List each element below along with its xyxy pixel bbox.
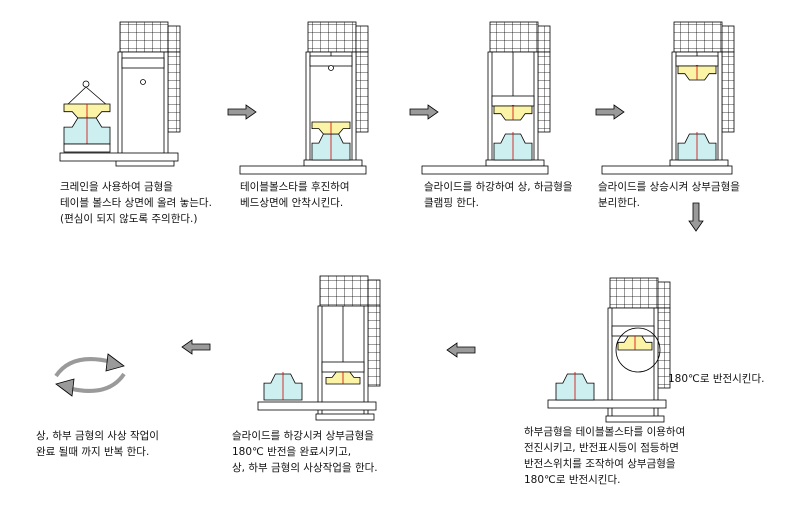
press-step-5: [547, 277, 671, 423]
cycle-arc-bottom: [67, 372, 126, 393]
press-bed: [669, 159, 729, 167]
press-bed: [605, 415, 665, 423]
bolster-table: [421, 165, 549, 175]
press-bed: [485, 159, 545, 167]
cycle-arc-top: [54, 357, 113, 378]
arrow-right-2-icon: [409, 104, 439, 120]
step-7-caption: 상, 하부 금형의 사상 작업이 완료 될때 까지 반복 한다.: [36, 430, 159, 458]
press-step-6: [257, 275, 381, 421]
crown-side-grid: [367, 279, 381, 307]
die-base: [63, 143, 111, 153]
slide: [321, 361, 365, 373]
side-panel-grid: [537, 51, 551, 133]
press-step-4: [601, 21, 735, 175]
repeat-cycle-icon: [54, 353, 126, 397]
slide: [121, 57, 165, 69]
bolster-table: [239, 165, 367, 175]
crane-hook-icon: [82, 80, 90, 88]
step-5-caption: 하부금형을 테이블볼스타를 이용하여 전진시키고, 반전표시등이 점등하면 반전…: [524, 426, 686, 486]
arrow-left-1-icon: [446, 342, 476, 358]
cycle-head-top: [105, 353, 125, 372]
sling-right: [85, 86, 109, 107]
slide: [491, 95, 535, 107]
ram-pin: [328, 65, 334, 71]
crown-side-grid: [167, 25, 181, 53]
crown-side-grid: [355, 25, 369, 53]
slide: [675, 55, 719, 67]
step-4-caption: 슬라이드를 상승시켜 상부금형을 분리한다.: [598, 181, 740, 209]
lower-die: [63, 116, 111, 145]
step-2-caption: 테이블볼스타를 후진하여 베드상면에 안착시킨다.: [240, 181, 350, 209]
rotation-circle: [615, 327, 661, 373]
upper-die: [493, 105, 533, 121]
crown-grid: [119, 21, 169, 53]
upper-die: [311, 121, 351, 135]
bolster-table: [59, 152, 179, 162]
slide: [611, 325, 655, 337]
step-5-rotation-note: 180℃로 반전시킨다.: [668, 373, 765, 385]
step-3-caption: 슬라이드를 하강하여 상, 하금형을 클램핑 한다.: [424, 181, 573, 209]
flow-arrows: [181, 104, 704, 358]
step-1-caption: 크레인을 사용하여 금형을 테이블 볼스타 상면에 올려 놓는다. (편심이 되…: [60, 181, 212, 225]
lower-die: [555, 372, 595, 401]
press-frame: [117, 51, 169, 165]
arrow-left-2-icon: [181, 339, 211, 355]
upper-die: [617, 335, 653, 351]
arrow-down-icon: [688, 202, 704, 232]
crown-side-grid: [657, 281, 671, 309]
arrow-right-3-icon: [595, 104, 625, 120]
press-bed: [303, 159, 363, 167]
upper-die: [677, 65, 717, 81]
crown-grid: [609, 277, 659, 309]
press-bed: [315, 413, 375, 421]
press-step-2: [239, 21, 369, 175]
ram-pin: [140, 79, 146, 85]
upper-die: [325, 371, 361, 385]
sling-left: [65, 86, 87, 107]
crown-side-grid: [537, 25, 551, 53]
lower-die: [493, 132, 533, 161]
lower-die: [263, 372, 303, 401]
crown-side-grid: [721, 25, 735, 53]
press-step-3: [421, 21, 551, 175]
bolster-table: [601, 165, 733, 175]
slide: [309, 55, 353, 67]
crown-grid: [673, 21, 723, 53]
cycle-head-bottom: [55, 378, 75, 397]
crown-grid: [319, 275, 369, 307]
press-step-1: [59, 21, 181, 167]
step-6-caption: 슬라이드를 하강시켜 상부금형을 180℃ 반전을 완료시키고, 상, 하부 금…: [232, 430, 378, 474]
crown-grid: [307, 21, 357, 53]
side-panel-grid: [721, 51, 735, 133]
lower-die: [677, 132, 717, 161]
bolster-table: [547, 399, 667, 409]
bolster-table: [257, 401, 377, 411]
upper-die: [63, 103, 111, 119]
crown-grid: [489, 21, 539, 53]
side-panel-grid: [367, 305, 381, 387]
side-panel-grid: [167, 51, 181, 133]
arrow-right-1-icon: [227, 104, 257, 120]
side-panel-grid: [355, 51, 369, 133]
